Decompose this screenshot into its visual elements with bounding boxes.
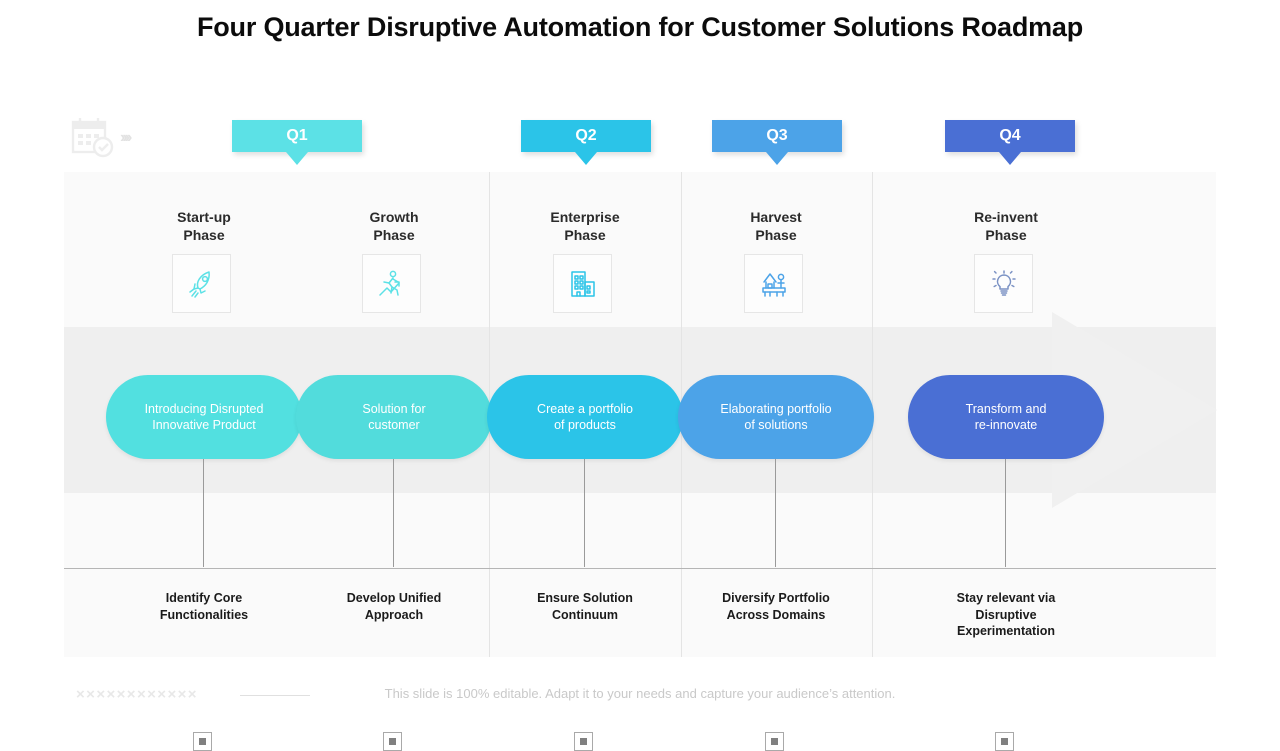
calendar-check-icon — [70, 117, 116, 159]
footer-divider — [240, 695, 310, 696]
quarter-badge-label: Q2 — [575, 127, 597, 144]
quarter-badge-q1[interactable]: Q1 — [232, 120, 362, 165]
bubble-connector-line — [393, 459, 394, 567]
market-stall-icon — [744, 254, 803, 313]
bubble-connector-line — [775, 459, 776, 567]
milestone-square-icon — [580, 738, 587, 745]
quarter-badge-q2[interactable]: Q2 — [521, 120, 651, 165]
bubble-connector-line — [1005, 459, 1006, 567]
milestone-square-icon — [389, 738, 396, 745]
timeline-milestone-marker[interactable] — [383, 732, 402, 751]
timeline-milestone-marker[interactable] — [765, 732, 784, 751]
page-title: Four Quarter Disruptive Automation for C… — [196, 12, 1084, 42]
lightbulb-icon — [974, 254, 1033, 313]
bubble-connector-line — [203, 459, 204, 567]
quarter-badge-label: Q4 — [999, 127, 1021, 144]
quarter-badge-q3[interactable]: Q3 — [712, 120, 842, 165]
quarter-badge-pointer-icon — [766, 152, 788, 165]
slide-canvas: Four Quarter Disruptive Automation for C… — [64, 12, 1217, 751]
milestone-square-icon — [1001, 738, 1008, 745]
milestone-square-icon — [771, 738, 778, 745]
quarter-badge-pointer-icon — [286, 152, 308, 165]
footer-placeholder-marks: ×××××××××××× — [76, 686, 198, 703]
bubble-connector-line — [584, 459, 585, 567]
timeline-milestone-marker[interactable] — [193, 732, 212, 751]
building-icon — [553, 254, 612, 313]
timeline-milestone-marker[interactable] — [574, 732, 593, 751]
quarter-badge-pointer-icon — [999, 152, 1021, 165]
quarter-badge-pointer-icon — [575, 152, 597, 165]
quarter-badge-label: Q1 — [286, 127, 308, 144]
rocket-icon — [172, 254, 231, 313]
milestone-square-icon — [199, 738, 206, 745]
runner-growth-icon — [362, 254, 421, 313]
quarter-badge-q4[interactable]: Q4 — [945, 120, 1075, 165]
timeline-axis — [64, 568, 1216, 569]
footer-note: This slide is 100% editable. Adapt it to… — [384, 686, 896, 701]
chevrons-icon: ›››› — [120, 129, 132, 146]
quarter-badge-label: Q3 — [766, 127, 788, 144]
timeline-milestone-marker[interactable] — [995, 732, 1014, 751]
